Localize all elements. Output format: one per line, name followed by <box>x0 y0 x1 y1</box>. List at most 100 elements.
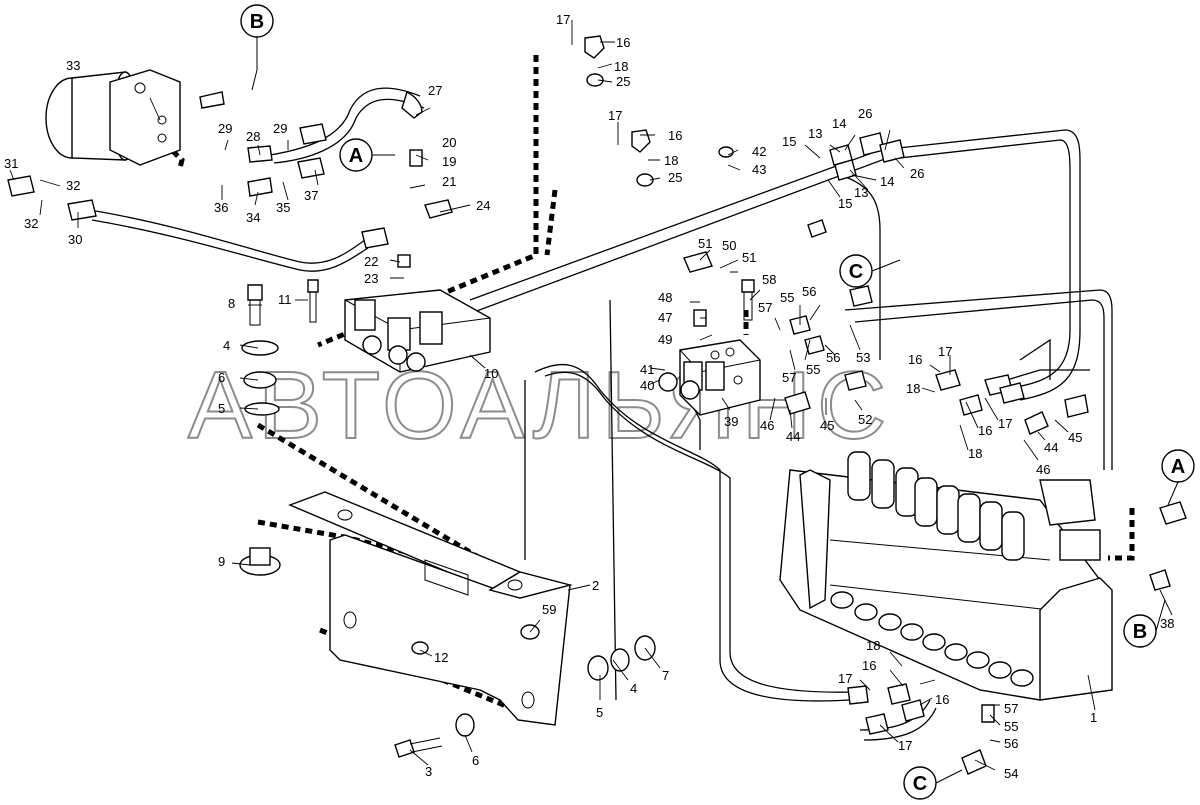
callout-57: 57 <box>782 370 796 385</box>
callout-25: 25 <box>668 170 682 185</box>
callout-7: 7 <box>662 668 669 683</box>
callout-56: 56 <box>826 350 840 365</box>
callout-34: 34 <box>246 210 260 225</box>
callout-17: 17 <box>938 344 952 359</box>
callout-44: 44 <box>1044 440 1058 455</box>
callout-14: 14 <box>832 116 846 131</box>
hose-lines <box>89 87 1113 741</box>
callout-46: 46 <box>1036 462 1050 477</box>
callout-25: 25 <box>616 74 630 89</box>
callout-32: 32 <box>24 216 38 231</box>
callout-40: 40 <box>640 378 654 393</box>
callout-17: 17 <box>898 738 912 753</box>
callout-59: 59 <box>542 602 556 617</box>
callout-22: 22 <box>364 254 378 269</box>
callout-3: 3 <box>425 764 432 779</box>
callout-18: 18 <box>906 381 920 396</box>
callout-9: 9 <box>218 554 225 569</box>
callout-18: 18 <box>866 638 880 653</box>
callout-6: 6 <box>472 753 479 768</box>
callout-35: 35 <box>276 200 290 215</box>
callout-4: 4 <box>630 681 637 696</box>
callout-36: 36 <box>214 200 228 215</box>
callout-17: 17 <box>838 671 852 686</box>
watermark: АВТОАЛЬЯНС <box>188 352 892 459</box>
callout-42: 42 <box>752 144 766 159</box>
ref-letter-a-left: A <box>349 145 363 167</box>
callout-20: 20 <box>442 135 456 150</box>
callout-46: 46 <box>760 418 774 433</box>
callout-52: 52 <box>858 412 872 427</box>
callout-16: 16 <box>978 423 992 438</box>
callout-38: 38 <box>1160 616 1174 631</box>
callout-11: 11 <box>278 292 292 307</box>
control-valve-solenoids <box>847 451 1025 561</box>
callout-18: 18 <box>968 446 982 461</box>
callout-32: 32 <box>66 178 80 193</box>
callout-30: 30 <box>68 232 82 247</box>
callout-16: 16 <box>935 692 949 707</box>
accumulator <box>45 69 181 166</box>
callout-2: 2 <box>592 578 599 593</box>
callout-23: 23 <box>364 271 378 286</box>
callout-33: 33 <box>66 58 80 73</box>
callout-labels: 1 2 3 4 4 5 5 6 6 7 8 9 10 11 12 13 13 1… <box>4 12 1174 781</box>
callout-48: 48 <box>658 290 672 305</box>
callout-12: 12 <box>434 650 448 665</box>
callout-5: 5 <box>596 705 603 720</box>
callout-28: 28 <box>246 129 260 144</box>
callout-29: 29 <box>273 121 287 136</box>
callout-8: 8 <box>228 296 235 311</box>
callout-45: 45 <box>1068 430 1082 445</box>
callout-17: 17 <box>998 416 1012 431</box>
callout-18: 18 <box>664 153 678 168</box>
callout-56: 56 <box>1004 736 1018 751</box>
callout-54: 54 <box>1004 766 1018 781</box>
callout-18: 18 <box>614 59 628 74</box>
callout-16: 16 <box>668 128 682 143</box>
callout-27: 27 <box>428 83 442 98</box>
callout-6: 6 <box>218 370 225 385</box>
callout-49: 49 <box>658 332 672 347</box>
callout-26: 26 <box>910 166 924 181</box>
ref-letter-c-bottom: C <box>913 773 927 795</box>
main-control-valve <box>779 469 1113 701</box>
ref-letter-b-top: B <box>250 11 264 33</box>
callout-51: 51 <box>742 250 756 265</box>
callout-55: 55 <box>780 290 794 305</box>
callout-50: 50 <box>722 238 736 253</box>
screws-and-bolts <box>247 219 827 758</box>
callout-17: 17 <box>608 108 622 123</box>
callout-47: 47 <box>658 310 672 325</box>
mounting-bracket <box>288 491 573 726</box>
valve-block-39 <box>658 339 761 416</box>
callout-58: 58 <box>762 272 776 287</box>
leader-lines <box>9 20 1173 771</box>
callout-55: 55 <box>806 362 820 377</box>
ref-letter-b-right: B <box>1133 621 1147 643</box>
callout-19: 19 <box>442 154 456 169</box>
callout-57: 57 <box>1004 701 1018 716</box>
callout-1: 1 <box>1090 710 1097 725</box>
ref-letter-c-top: C <box>849 261 863 283</box>
callout-51: 51 <box>698 236 712 251</box>
callout-16: 16 <box>616 35 630 50</box>
callout-16: 16 <box>862 658 876 673</box>
callout-21: 21 <box>442 174 456 189</box>
callout-14: 14 <box>880 174 894 189</box>
callout-4: 4 <box>223 338 230 353</box>
callout-17: 17 <box>556 12 570 27</box>
callout-31: 31 <box>4 156 18 171</box>
callout-13: 13 <box>808 126 822 141</box>
callout-15: 15 <box>782 134 796 149</box>
callout-5: 5 <box>218 401 225 416</box>
callout-55: 55 <box>1004 719 1018 734</box>
callout-45: 45 <box>820 418 834 433</box>
callout-44: 44 <box>786 429 800 444</box>
callout-13: 13 <box>854 185 868 200</box>
control-valve-spools <box>830 591 1034 687</box>
fittings <box>7 35 1187 775</box>
callout-43: 43 <box>752 162 766 177</box>
callout-29: 29 <box>218 121 232 136</box>
